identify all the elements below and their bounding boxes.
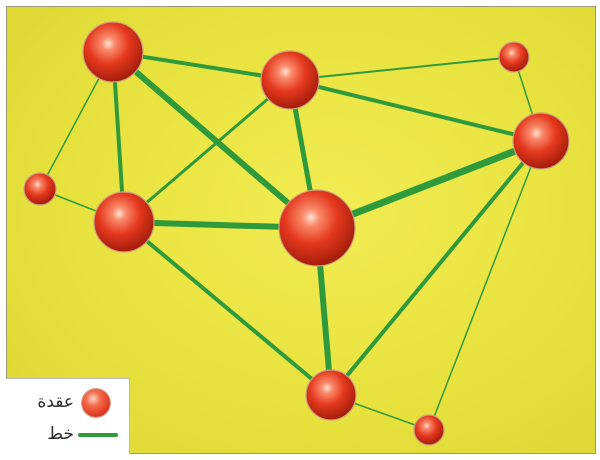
legend-node-label: عقدة bbox=[14, 391, 74, 413]
node-swatch-icon bbox=[82, 389, 110, 417]
node bbox=[261, 51, 319, 109]
legend-line-label: خط bbox=[14, 423, 74, 445]
legend: عقدة خط bbox=[6, 378, 130, 454]
node bbox=[414, 415, 444, 445]
line-swatch-icon bbox=[78, 433, 118, 437]
legend-node-row: عقدة bbox=[6, 387, 130, 419]
edge bbox=[124, 80, 290, 222]
node bbox=[513, 113, 569, 169]
node bbox=[24, 173, 56, 205]
legend-line-row: خط bbox=[6, 419, 130, 451]
node bbox=[306, 370, 356, 420]
edge bbox=[429, 141, 541, 430]
node bbox=[83, 22, 143, 82]
node bbox=[94, 192, 154, 252]
node bbox=[499, 42, 529, 72]
edge bbox=[290, 80, 541, 141]
node bbox=[279, 190, 355, 266]
edge bbox=[290, 57, 514, 80]
